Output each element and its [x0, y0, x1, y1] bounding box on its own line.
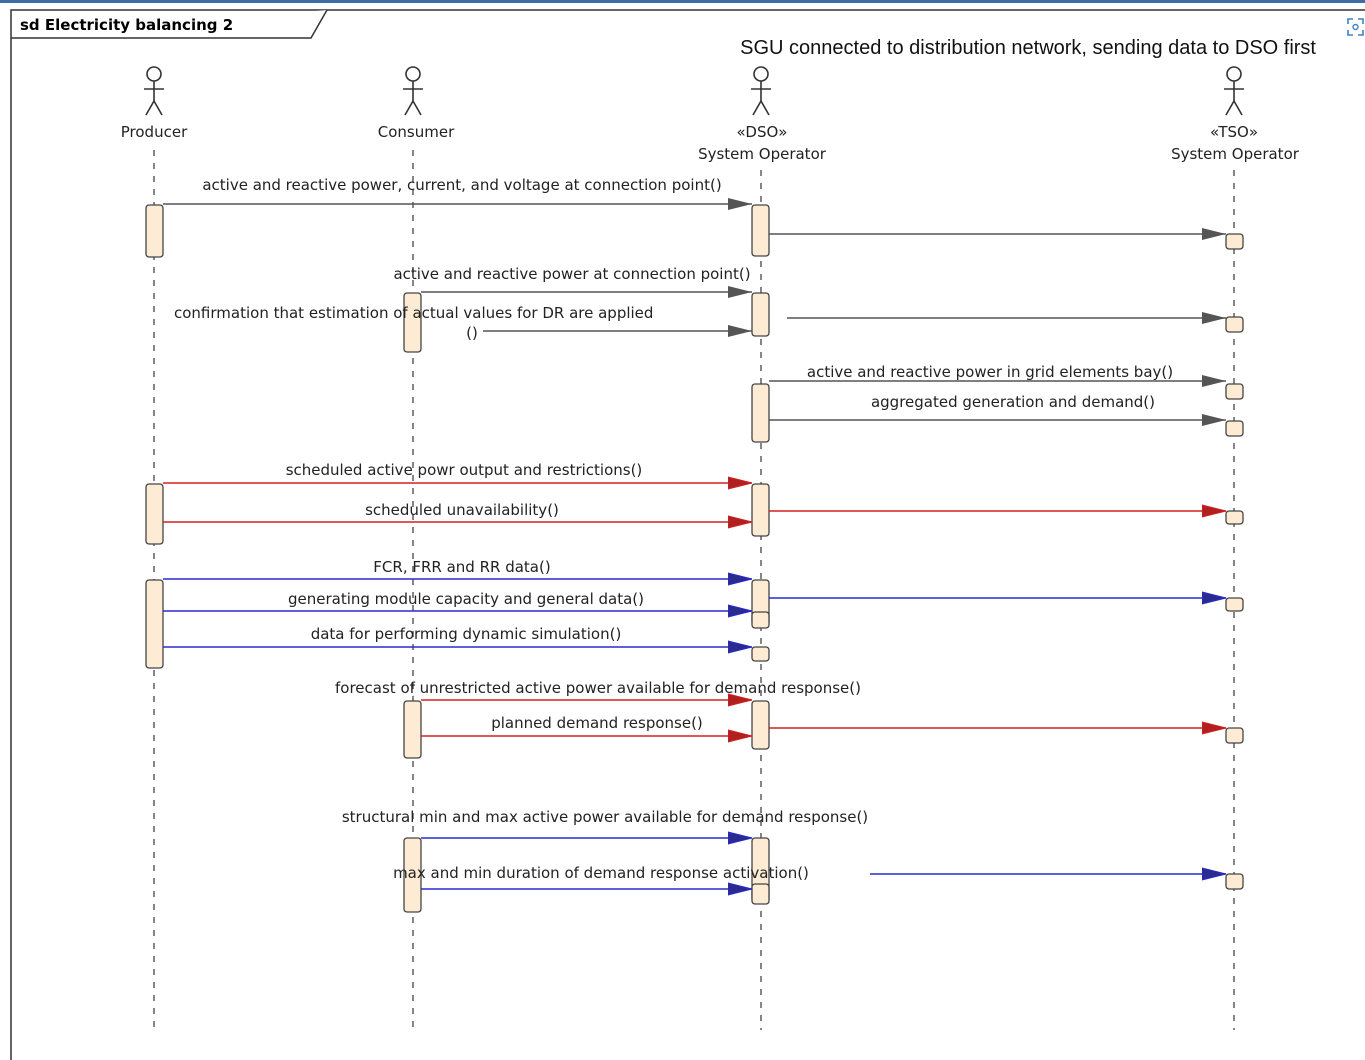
activation-bar — [1225, 383, 1244, 400]
message: active and reactive power, current, and … — [163, 176, 752, 210]
window-top-bar — [0, 0, 1365, 3]
message: aggregated generation and demand() — [769, 393, 1226, 426]
message: planned demand response() — [421, 714, 752, 736]
message-label: () — [466, 324, 478, 342]
actor-name: Consumer — [378, 123, 455, 141]
activation-bar — [1225, 420, 1244, 437]
message-label: generating module capacity and general d… — [288, 590, 644, 608]
frame-title: sd Electricity balancing 2 — [20, 16, 233, 34]
activation-bar — [145, 579, 164, 669]
activation-bar — [751, 883, 770, 905]
message: scheduled unavailability() — [163, 501, 752, 522]
message: FCR, FRR and RR data() — [163, 558, 752, 579]
activation-bar — [751, 611, 770, 629]
activation-bar — [751, 383, 770, 443]
actor-figure-icon — [144, 66, 164, 116]
activation-bar — [751, 483, 770, 537]
actor-stereotype: «DSO» — [737, 123, 788, 141]
message-label: aggregated generation and demand() — [871, 393, 1155, 411]
activation-bar — [751, 292, 770, 337]
message-label: active and reactive power at connection … — [393, 265, 750, 283]
actor-consumer: Consumer — [378, 66, 455, 141]
activation-bar — [751, 700, 770, 750]
message-label: structural min and max active power avai… — [342, 808, 868, 826]
message: structural min and max active power avai… — [342, 808, 868, 838]
activation-bar — [1225, 597, 1244, 612]
actor-name: System Operator — [698, 145, 827, 163]
activation-bar — [1225, 873, 1244, 890]
message-label: forecast of unrestricted active power av… — [335, 679, 861, 697]
actor-figure-icon — [1224, 66, 1244, 116]
activation-bar — [403, 700, 422, 759]
message: generating module capacity and general d… — [163, 590, 752, 611]
message: max and min duration of demand response … — [393, 864, 809, 889]
activation-bar — [403, 837, 422, 913]
messages: active and reactive power, current, and … — [163, 176, 1226, 889]
activation-bar — [403, 292, 422, 353]
message-label: confirmation that estimation of actual v… — [174, 304, 653, 322]
message: data for performing dynamic simulation() — [163, 625, 752, 647]
diagram-subtitle: SGU connected to distribution network, s… — [740, 37, 1316, 59]
message: () — [466, 324, 752, 342]
activation-bar — [1225, 727, 1244, 744]
message: forecast of unrestricted active power av… — [335, 679, 861, 700]
activation-bar — [1225, 233, 1244, 250]
diagram-frame: sd Electricity balancing 2 — [10, 9, 1365, 1060]
activation-bar — [145, 483, 164, 545]
message-label: max and min duration of demand response … — [393, 864, 809, 882]
message-label: FCR, FRR and RR data() — [373, 558, 550, 576]
focus-mode-icon[interactable] — [1346, 16, 1365, 38]
message: scheduled active powr output and restric… — [163, 461, 752, 483]
activation-bars — [145, 204, 1244, 913]
actor-name: System Operator — [1171, 145, 1300, 163]
message: confirmation that estimation of actual v… — [174, 304, 1226, 324]
activation-bar — [751, 646, 770, 662]
message-label: data for performing dynamic simulation() — [311, 625, 622, 643]
actor-producer: Producer — [121, 66, 188, 141]
actor-name: Producer — [121, 123, 188, 141]
activation-bar — [1225, 316, 1244, 333]
message: active and reactive power at connection … — [393, 265, 752, 298]
actor-dso: «DSO» System Operator — [698, 66, 827, 163]
message-label: planned demand response() — [491, 714, 703, 732]
message: active and reactive power in grid elemen… — [769, 363, 1226, 387]
actor-stereotype: «TSO» — [1210, 123, 1258, 141]
message-label: active and reactive power in grid elemen… — [807, 363, 1173, 381]
activation-bar — [751, 204, 770, 257]
message-label: scheduled unavailability() — [365, 501, 559, 519]
activation-bar — [1225, 510, 1244, 525]
message-label: scheduled active powr output and restric… — [286, 461, 643, 479]
actor-tso: «TSO» System Operator — [1171, 66, 1300, 163]
activation-bar — [145, 204, 164, 258]
actor-figure-icon — [751, 66, 771, 116]
actor-figure-icon — [403, 66, 423, 116]
message-label: active and reactive power, current, and … — [202, 176, 721, 194]
